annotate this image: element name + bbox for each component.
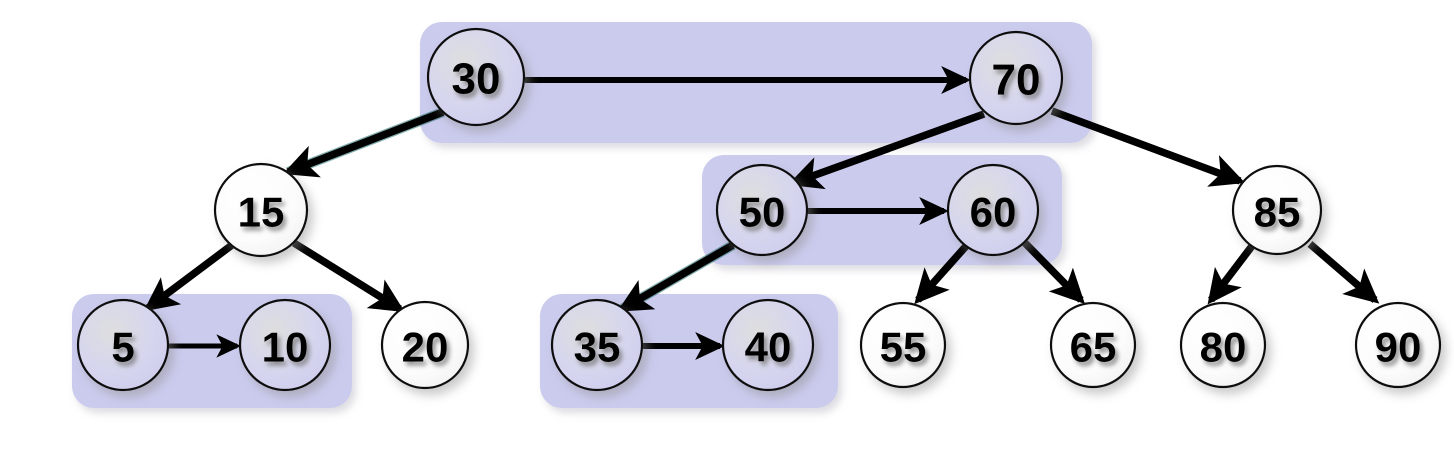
edge-50-to-35 [617, 241, 735, 313]
node-circle-35 [550, 298, 644, 392]
tree-node-15[interactable]: 15 [213, 162, 309, 258]
node-label-5: 5 [111, 324, 134, 371]
tree-node-60[interactable]: 60 [946, 163, 1040, 257]
tree-node-5[interactable]: 5 [76, 298, 170, 392]
node-label-65: 65 [1070, 324, 1117, 371]
tree-node-10[interactable]: 10 [238, 298, 332, 392]
tree-node-30[interactable]: 30 [426, 27, 526, 127]
edge-70-to-85 [1050, 107, 1246, 187]
node-label-40: 40 [745, 324, 792, 371]
node-label-35: 35 [574, 324, 621, 371]
tree-node-55[interactable]: 55 [859, 301, 947, 389]
node-label-30: 30 [452, 55, 501, 104]
edge-60-to-65 [1022, 240, 1085, 305]
node-label-20: 20 [402, 324, 449, 371]
edge-85-to-90 [1307, 241, 1380, 304]
node-label-85: 85 [1254, 189, 1301, 236]
node-circle-85 [1231, 164, 1323, 256]
tree-node-90[interactable]: 90 [1354, 301, 1442, 389]
node-label-90: 90 [1375, 324, 1422, 371]
edge-30-to-15 [282, 108, 445, 178]
node-circle-40 [721, 298, 815, 392]
edge-group [143, 65, 1380, 361]
node-circle-20 [380, 300, 470, 390]
node-circle-55 [859, 301, 947, 389]
tree-node-85[interactable]: 85 [1231, 164, 1323, 256]
node-circle-60 [946, 163, 1040, 257]
tree-node-80[interactable]: 80 [1179, 301, 1267, 389]
edge-15-to-5 [143, 242, 235, 312]
node-label-55: 55 [880, 324, 927, 371]
edge-60-to-55 [914, 242, 970, 305]
node-circle-70 [968, 30, 1064, 126]
node-label-60: 60 [970, 189, 1017, 236]
tree-node-50[interactable]: 50 [715, 163, 809, 257]
node-group: 30 70 15 50 60 85 5 10 20 35 40 55 65 80 90 [76, 27, 1442, 392]
node-circle-10 [238, 298, 332, 392]
tree-node-35[interactable]: 35 [550, 298, 644, 392]
node-circle-65 [1049, 301, 1137, 389]
node-circle-5 [76, 298, 170, 392]
node-circle-90 [1354, 301, 1442, 389]
node-circle-30 [426, 27, 526, 127]
tree-node-40[interactable]: 40 [721, 298, 815, 392]
node-label-15: 15 [238, 189, 285, 236]
tree-node-70[interactable]: 70 [968, 30, 1064, 126]
node-label-70: 70 [992, 56, 1041, 105]
node-circle-80 [1179, 301, 1267, 389]
edge-15-to-20 [292, 239, 405, 313]
node-circle-15 [213, 162, 309, 258]
tree-node-65[interactable]: 65 [1049, 301, 1137, 389]
node-circle-50 [715, 163, 809, 257]
tree-node-20[interactable]: 20 [380, 300, 470, 390]
edge-85-to-80 [1207, 243, 1255, 305]
node-label-10: 10 [262, 324, 309, 371]
node-label-80: 80 [1200, 324, 1247, 371]
node-label-50: 50 [739, 189, 786, 236]
edge-70-to-50 [787, 110, 986, 190]
